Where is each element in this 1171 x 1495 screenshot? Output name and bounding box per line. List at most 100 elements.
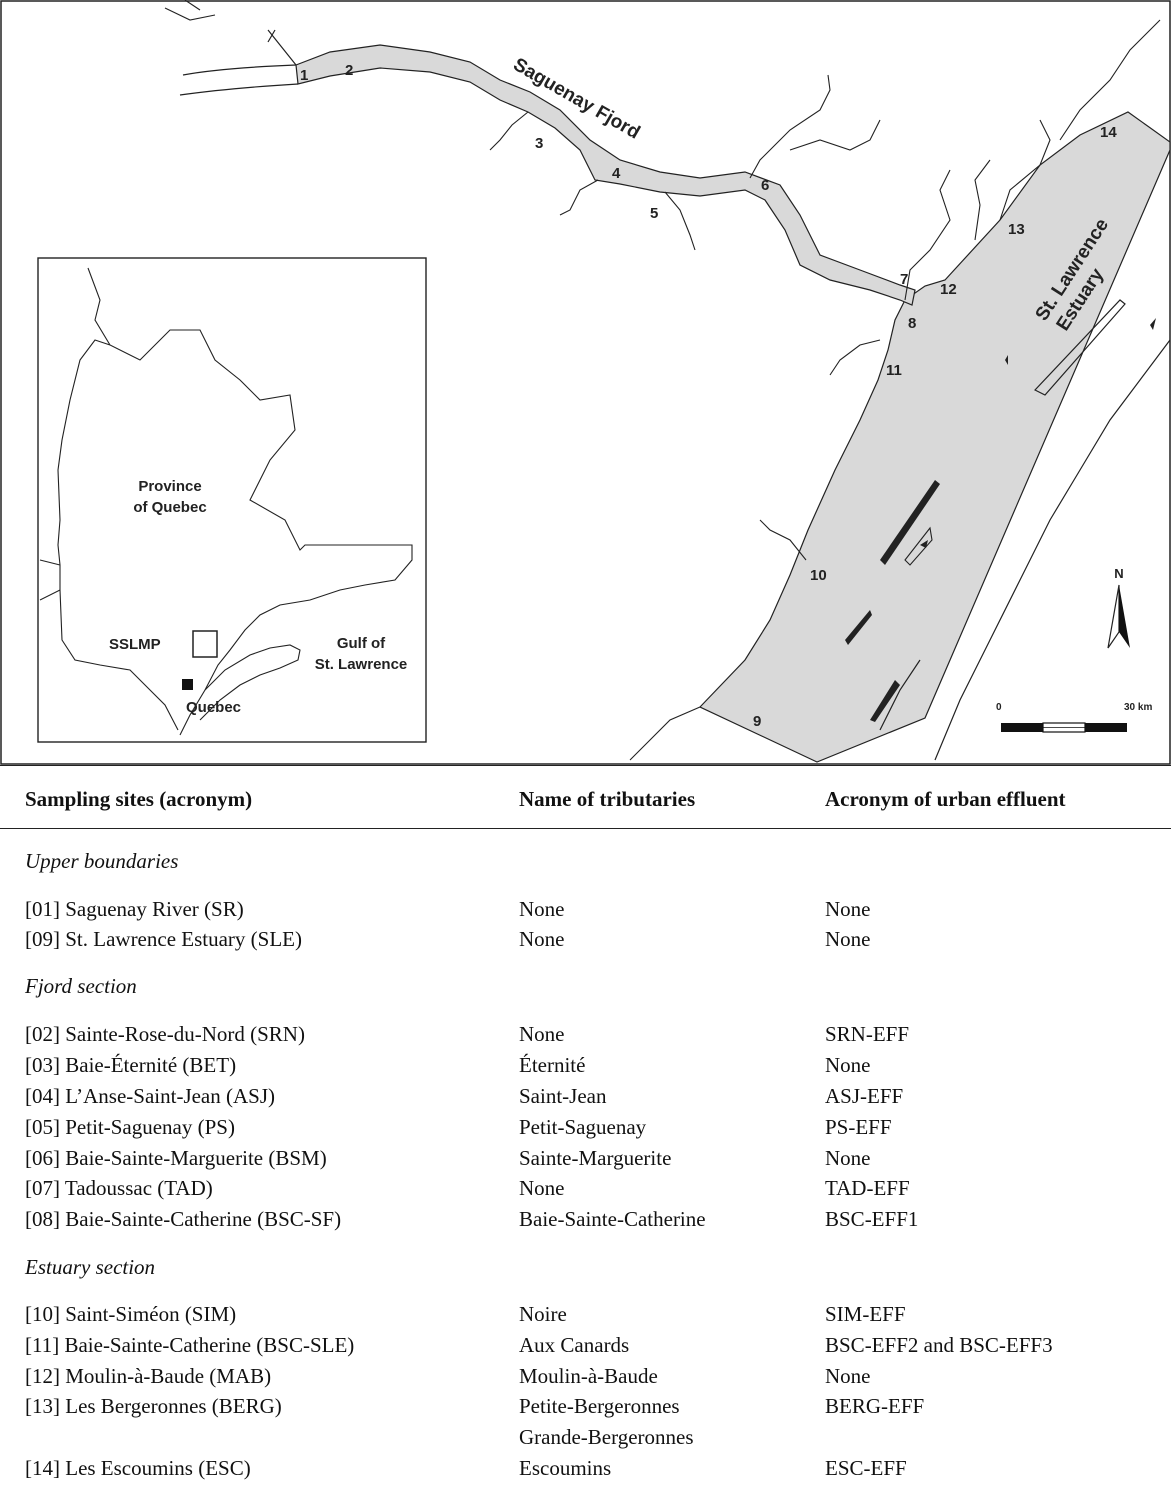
site-number-7: 7 (900, 271, 908, 288)
gulf-label-line1: Gulf of (337, 635, 386, 652)
province-label-line2: of Quebec (133, 499, 206, 516)
tributary-cell: None (519, 897, 565, 921)
sslmp-label: SSLMP (109, 636, 161, 653)
effluent-cell: SRN-EFF (825, 1022, 910, 1046)
section-title-fjord: Fjord section (25, 974, 137, 998)
table-row: [04] L’Anse-Saint-Jean (ASJ) Saint-Jean … (0, 1084, 1171, 1114)
tributaries (489, 19, 1161, 761)
header-urban-effluent: Acronym of urban effluent (825, 787, 1066, 811)
tributary-cell: None (519, 1176, 565, 1200)
site-cell: [03] Baie-Éternité (BET) (25, 1053, 237, 1077)
effluent-cell: BERG-EFF (825, 1394, 925, 1418)
site-number-6: 6 (761, 177, 769, 194)
effluent-cell: None (825, 1364, 871, 1388)
table-row: [03] Baie-Éternité (BET) Éternité None (0, 1053, 1171, 1083)
site-number-3: 3 (535, 135, 543, 152)
table-row: [07] Tadoussac (TAD) None TAD-EFF (0, 1176, 1171, 1206)
table-header-rule (0, 828, 1171, 829)
sampling-sites-table: Sampling sites (acronym) Name of tributa… (0, 765, 1171, 1495)
header-tributaries: Name of tributaries (519, 787, 696, 811)
header-sampling-sites: Sampling sites (acronym) (25, 787, 253, 811)
site-number-4: 4 (612, 165, 621, 182)
tributary-cell: Éternité (519, 1053, 586, 1077)
site-number-14: 14 (1100, 124, 1117, 141)
table-row: Grande-Bergeronnes (0, 1425, 1171, 1455)
saguenay-river (179, 29, 299, 96)
tributary-cell: Sainte-Marguerite (519, 1146, 672, 1170)
tributary-cell: Aux Canards (519, 1333, 630, 1357)
table-row: [05] Petit-Saguenay (PS) Petit-Saguenay … (0, 1115, 1171, 1145)
inset-border (39, 559, 61, 601)
site-number-8: 8 (908, 315, 916, 332)
gaspe-peninsula (199, 644, 301, 721)
islands (845, 299, 1156, 722)
effluent-cell: ESC-EFF (825, 1456, 907, 1480)
site-cell: [06] Baie-Sainte-Marguerite (BSM) (25, 1146, 327, 1170)
table-row: [09] St. Lawrence Estuary (SLE) None Non… (0, 927, 1171, 957)
table-row: [12] Moulin-à-Baude (MAB) Moulin-à-Baude… (0, 1364, 1171, 1394)
scale-start-label: 0 (996, 702, 1002, 713)
site-number-9: 9 (753, 713, 761, 730)
province-label-line1: Province (138, 478, 201, 495)
site-number-10: 10 (810, 567, 827, 584)
site-number-2: 2 (345, 62, 353, 79)
tributary-cell: Escoumins (519, 1456, 612, 1480)
scale-end-label: 30 km (1124, 702, 1152, 713)
effluent-cell: BSC-EFF1 (825, 1207, 919, 1231)
site-cell: [09] St. Lawrence Estuary (SLE) (25, 927, 302, 951)
effluent-cell: PS-EFF (825, 1115, 892, 1139)
map-panel: 1 2 3 4 5 6 7 8 9 10 11 12 13 14 Saguena… (0, 0, 1171, 765)
tributary-cell: Petit-Saguenay (519, 1115, 647, 1139)
table-row: [14] Les Escoumins (ESC) Escoumins ESC-E… (0, 1456, 1171, 1486)
site-cell: [07] Tadoussac (TAD) (25, 1176, 213, 1200)
effluent-cell: TAD-EFF (825, 1176, 910, 1200)
tributary-cell: None (519, 927, 565, 951)
table-top-rule (0, 765, 1171, 766)
sslmp-box (192, 630, 218, 658)
table-row: [01] Saguenay River (SR) None None (0, 897, 1171, 927)
site-number-5: 5 (650, 205, 658, 222)
effluent-cell: ASJ-EFF (825, 1084, 904, 1108)
site-number-13: 13 (1008, 221, 1025, 238)
site-cell: [14] Les Escoumins (ESC) (25, 1456, 251, 1480)
effluent-cell: SIM-EFF (825, 1302, 906, 1326)
effluent-cell: None (825, 897, 871, 921)
scale-bar: 0 30 km (996, 702, 1152, 733)
effluent-cell: BSC-EFF2 and BSC-EFF3 (825, 1333, 1053, 1357)
site-cell: [12] Moulin-à-Baude (MAB) (25, 1364, 272, 1388)
south-shore (879, 339, 1171, 761)
effluent-cell: None (825, 927, 871, 951)
tributary-cell: Grande-Bergeronnes (519, 1425, 694, 1449)
table-row: [02] Sainte-Rose-du-Nord (SRN) None SRN-… (0, 1022, 1171, 1052)
inset-frame (37, 257, 427, 743)
table-row: [10] Saint-Siméon (SIM) Noire SIM-EFF (0, 1302, 1171, 1332)
tributary-cell: Noire (519, 1302, 567, 1326)
study-area-map: 1 2 3 4 5 6 7 8 9 10 11 12 13 14 Saguena… (0, 0, 1171, 765)
site-cell: [13] Les Bergeronnes (BERG) (25, 1394, 282, 1418)
north-arrow-icon: N (1107, 566, 1130, 649)
quebec-city-label: Quebec (186, 699, 241, 716)
inset-map: Province of Quebec SSLMP Gulf of St. Law… (37, 257, 427, 743)
fjord-water (295, 44, 916, 306)
gulf-label-line2: St. Lawrence (315, 656, 408, 673)
site-number-1: 1 (300, 67, 308, 84)
section-title-upper-boundaries: Upper boundaries (25, 849, 179, 873)
table-row: [13] Les Bergeronnes (BERG) Petite-Berge… (0, 1394, 1171, 1424)
effluent-cell: None (825, 1146, 871, 1170)
effluent-cell: None (825, 1053, 871, 1077)
section-title-estuary: Estuary section (25, 1255, 156, 1279)
site-number-11: 11 (886, 362, 902, 379)
site-cell: [04] L’Anse-Saint-Jean (ASJ) (25, 1084, 276, 1108)
site-cell: [05] Petit-Saguenay (PS) (25, 1115, 235, 1139)
site-cell: [01] Saguenay River (SR) (25, 897, 244, 921)
tributary-cell: Petite-Bergeronnes (519, 1394, 680, 1418)
quebec-city-marker (182, 679, 193, 690)
table-row: [11] Baie-Sainte-Catherine (BSC-SLE) Aux… (0, 1333, 1171, 1363)
site-cell: [10] Saint-Siméon (SIM) (25, 1302, 237, 1326)
table-row: [06] Baie-Sainte-Marguerite (BSM) Sainte… (0, 1146, 1171, 1176)
map-frame (0, 0, 1171, 765)
tributary-cell: Baie-Sainte-Catherine (519, 1207, 706, 1231)
site-number-12: 12 (940, 281, 957, 298)
table-row: [08] Baie-Sainte-Catherine (BSC-SF) Baie… (0, 1207, 1171, 1237)
north-label: N (1114, 566, 1123, 581)
